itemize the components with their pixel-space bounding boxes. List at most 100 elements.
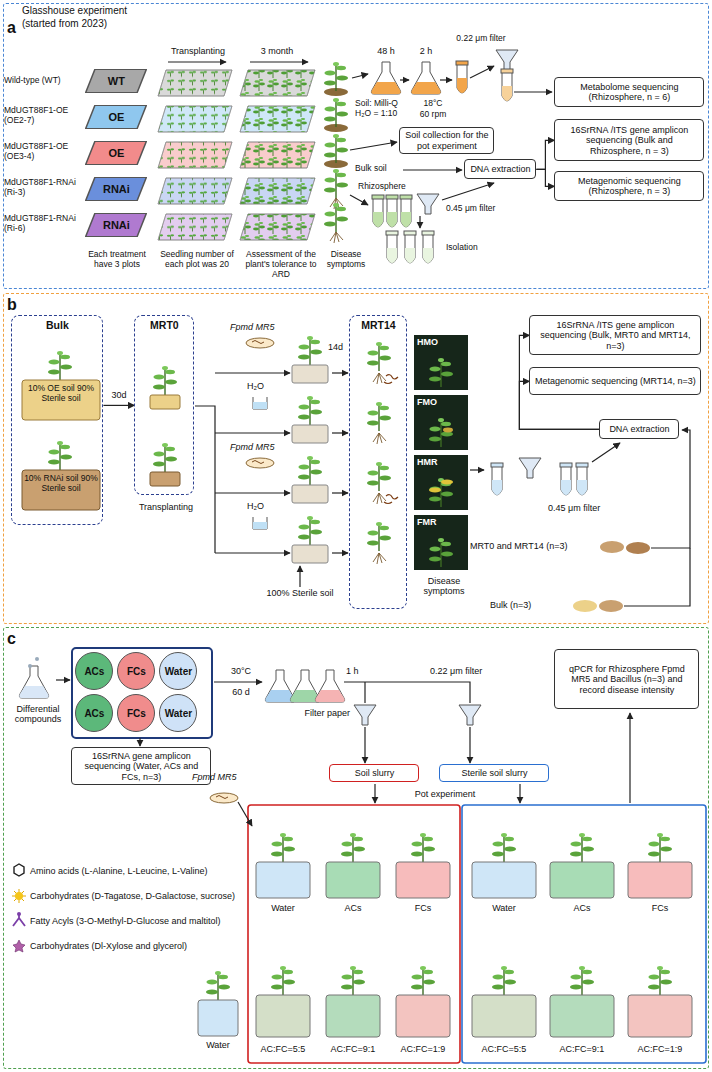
node-text: ACs bbox=[84, 708, 104, 719]
annotation-label: FMR bbox=[417, 517, 457, 527]
annotation-label: 2 h bbox=[411, 46, 441, 56]
annotation-label: Disease symptoms bbox=[414, 576, 474, 597]
experiment-panel: bBulk MRT0 MRT14 16SrRNA /ITS gene amplicon… bbox=[3, 293, 709, 624]
node-text: RNAi bbox=[103, 219, 130, 231]
compound-circle: Water bbox=[159, 694, 197, 732]
annotation-label: AC:FC=5:5 bbox=[468, 1044, 540, 1054]
genotype-plot: WT bbox=[85, 69, 147, 93]
process-box: 16SrRNA /ITS gene amplicon sequencing (B… bbox=[529, 315, 701, 355]
legend-text: Amino acids (L-Alanine, L-Leucine, L-Val… bbox=[30, 866, 242, 877]
node-text: Glasshouse experiment (started from 2023… bbox=[22, 5, 148, 30]
process-box: DNA extraction bbox=[599, 419, 679, 439]
node-text: 16SrRNA /ITS gene amplicon sequencing (B… bbox=[559, 125, 699, 156]
process-box: Metabolome sequencing (Rhizosphere, n = … bbox=[554, 77, 704, 107]
annotation-label: MdUGT88F1-RNAi (Ri-6) bbox=[4, 214, 84, 234]
compound-circle: ACs bbox=[75, 652, 113, 690]
annotation-label: 60 d bbox=[220, 687, 262, 697]
connector-arrow bbox=[536, 140, 554, 169]
legend-text: Fatty Acyls (3-O-Methyl-D-Glucose and ma… bbox=[30, 916, 242, 927]
node-text: OE bbox=[108, 111, 124, 123]
annotation-label: 14d bbox=[328, 342, 350, 352]
annotation-label: Rhizosphere bbox=[358, 182, 418, 192]
genotype-plot: RNAi bbox=[85, 177, 147, 201]
panel-letter: b bbox=[7, 297, 27, 313]
node-text: MRT0 bbox=[135, 319, 193, 331]
annotation-label: Each treatment have 3 plots bbox=[80, 250, 154, 270]
node-text: 16SrRNA gene amplicon sequencing (Water,… bbox=[76, 751, 206, 782]
annotation-label: AC:FC=5:5 bbox=[252, 1044, 314, 1054]
annotation-label: Seedling number of each plot was 20 bbox=[156, 250, 238, 270]
annotation-label: ACs bbox=[322, 903, 384, 913]
group-box: MRT14 bbox=[349, 315, 407, 609]
annotation-label: Fpmd MR5 bbox=[230, 442, 290, 452]
node-text: WT bbox=[108, 75, 125, 87]
node-text: ACs bbox=[84, 666, 104, 677]
legend-text: Carbohydrates (Dl-Xylose and glycerol) bbox=[30, 941, 242, 952]
group-box: Bulk bbox=[11, 315, 103, 525]
annotation-label: 10% RNAi soil 90% Sterile soil bbox=[24, 474, 98, 494]
annotation-label: 30°C bbox=[220, 666, 262, 676]
annotation-label: FCs bbox=[624, 903, 696, 913]
legend-text: Carbohydrates (D-Tagatose, D-Galactose, … bbox=[30, 891, 242, 902]
node-text: Metagenomic sequencing (MRT14, n=3) bbox=[535, 376, 696, 386]
experiment-panel: aGlasshouse experiment (started from 202… bbox=[3, 3, 709, 289]
process-box: 16SrRNA /ITS gene amplicon sequencing (B… bbox=[554, 119, 704, 161]
compound-circle: FCs bbox=[117, 694, 155, 732]
annotation-label: AC:FC=9:1 bbox=[322, 1044, 384, 1054]
annotation-label: Fpmd MR5 bbox=[192, 772, 254, 782]
node-text: qPCR for Rhizosphere Fpmd MR5 and Bacill… bbox=[559, 664, 694, 695]
annotation-label: Transplanting bbox=[158, 46, 238, 56]
process-box: Metagenomic sequencing (MRT14, n=3) bbox=[529, 367, 701, 395]
node-text: DNA extraction bbox=[609, 424, 669, 434]
node-text: Soil collection for the pot experiment bbox=[404, 130, 489, 151]
annotation-label: Water bbox=[468, 903, 540, 913]
annotation-label: MdUGT88F1-OE (OE2-7) bbox=[4, 106, 84, 126]
connector-arrow bbox=[103, 405, 134, 406]
process-box: Soil collection for the pot experiment bbox=[399, 127, 494, 154]
compound-circle: Water bbox=[159, 652, 197, 690]
annotation-label: Bulk (n=3) bbox=[490, 600, 560, 610]
process-box: qPCR for Rhizosphere Fpmd MR5 and Bacill… bbox=[554, 649, 699, 709]
node-text: FCs bbox=[127, 708, 146, 719]
annotation-label: FMO bbox=[417, 397, 457, 407]
annotation-label: 48 h bbox=[371, 46, 401, 56]
annotation-label: H₂O bbox=[247, 381, 277, 391]
compound-circle: FCs bbox=[117, 652, 155, 690]
node-text: Bulk bbox=[12, 319, 102, 331]
node-text: Metabolome sequencing (Rhizosphere, n = … bbox=[559, 82, 699, 103]
compound-circle: ACs bbox=[75, 694, 113, 732]
annotation-label: AC:FC=9:1 bbox=[546, 1044, 618, 1054]
annotation-label: Disease symptoms bbox=[324, 250, 368, 270]
genotype-plot: OE bbox=[85, 141, 147, 165]
annotation-label: Pot experiment bbox=[405, 789, 485, 799]
annotation-label: HMR bbox=[417, 457, 457, 467]
annotation-label: Water bbox=[190, 1040, 246, 1050]
process-box: Sterile soil slurry bbox=[439, 764, 549, 782]
group-box: MRT0 bbox=[134, 315, 194, 495]
connector-arrow bbox=[536, 169, 554, 186]
process-box: 16SrRNA gene amplicon sequencing (Water,… bbox=[71, 747, 211, 785]
annotation-label: Soil: Milli-Q H₂O = 1:10 bbox=[355, 99, 411, 119]
annotation-label: 100% Sterile soil bbox=[255, 588, 345, 598]
annotation-label: 60 rpm bbox=[412, 110, 454, 120]
node-text: DNA extraction bbox=[470, 164, 530, 174]
annotation-label: AC:FC=1:9 bbox=[624, 1044, 696, 1054]
annotation-label: 0.22 μm filter bbox=[430, 666, 502, 676]
annotation-label: 0.45 μm filter bbox=[548, 503, 620, 513]
annotation-label: Wild-type (WT) bbox=[4, 76, 84, 86]
node-text: Metagenomic sequencing (Rhizosphere, n =… bbox=[559, 176, 699, 197]
annotation-label: HMO bbox=[417, 337, 457, 347]
annotation-label: 0.22 μm filter bbox=[445, 34, 517, 44]
annotation-label: Bulk soil bbox=[355, 164, 403, 174]
node-text: MRT14 bbox=[350, 319, 406, 331]
panel-letter: c bbox=[7, 631, 27, 647]
annotation-label: MdUGT88F1-OE (OE3-4) bbox=[4, 142, 84, 162]
annotation-label: 10% OE soil 90% Sterile soil bbox=[24, 384, 98, 404]
edge-label: 30d bbox=[110, 390, 127, 400]
annotation-label: 1 h bbox=[346, 666, 370, 676]
node-text: Water bbox=[165, 666, 192, 677]
annotation-label: Transplanting bbox=[132, 502, 200, 512]
annotation-label: Fpmd MR5 bbox=[230, 322, 290, 332]
node-text: Water bbox=[165, 708, 192, 719]
annotation-label: 0.45 μm filter bbox=[446, 204, 516, 214]
